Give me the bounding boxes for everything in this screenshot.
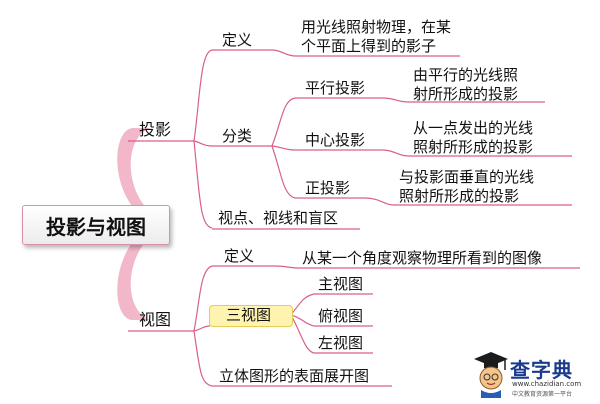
node-classification: 分类 <box>222 127 253 145</box>
view-definition-text: 从某一个角度观察物理所看到的图像 <box>302 249 543 267</box>
graduate-icon <box>474 352 508 398</box>
node-view-definition: 定义 <box>224 247 255 265</box>
node-view: 视图 <box>139 310 172 329</box>
orthographic-desc-line1: 与投影面垂直的光线 <box>399 168 535 186</box>
node-top-view: 俯视图 <box>318 307 364 325</box>
watermark-url: www.chazidian.com <box>512 380 582 388</box>
node-projection-definition: 定义 <box>222 31 253 49</box>
node-viewpoint: 视点、视线和盲区 <box>218 209 339 227</box>
central-desc-line2: 照射所形成的投影 <box>413 138 534 156</box>
node-orthographic-projection: 正投影 <box>305 179 351 197</box>
three-views-highlight <box>209 305 293 327</box>
watermark-logo: 查字典 www.chazidian.com 中文教育资源第一平台 <box>472 350 592 400</box>
parallel-desc-line1: 由平行的光线照 <box>413 66 519 84</box>
node-parallel-projection: 平行投影 <box>305 79 366 97</box>
node-front-view: 主视图 <box>318 275 364 293</box>
branch-to-view <box>117 226 165 320</box>
projection-definition-line2: 个平面上得到的影子 <box>301 37 437 55</box>
node-three-views: 三视图 <box>226 306 272 324</box>
node-central-projection: 中心投影 <box>305 131 366 149</box>
branch-to-projection <box>117 128 165 222</box>
root-node: 投影与视图 <box>22 205 170 245</box>
watermark-name: 查字典 <box>510 358 573 382</box>
node-surface-unfolding: 立体图形的表面展开图 <box>219 367 370 385</box>
projection-definition-line1: 用光线照射物理，在某 <box>301 18 452 36</box>
watermark-slogan: 中文教育资源第一平台 <box>512 391 573 398</box>
orthographic-desc-line2: 照射所形成的投影 <box>399 187 520 205</box>
node-left-view: 左视图 <box>318 334 364 352</box>
parallel-desc-line2: 射所形成的投影 <box>413 85 519 103</box>
node-projection: 投影 <box>139 120 172 139</box>
central-desc-line1: 从一点发出的光线 <box>413 119 534 137</box>
